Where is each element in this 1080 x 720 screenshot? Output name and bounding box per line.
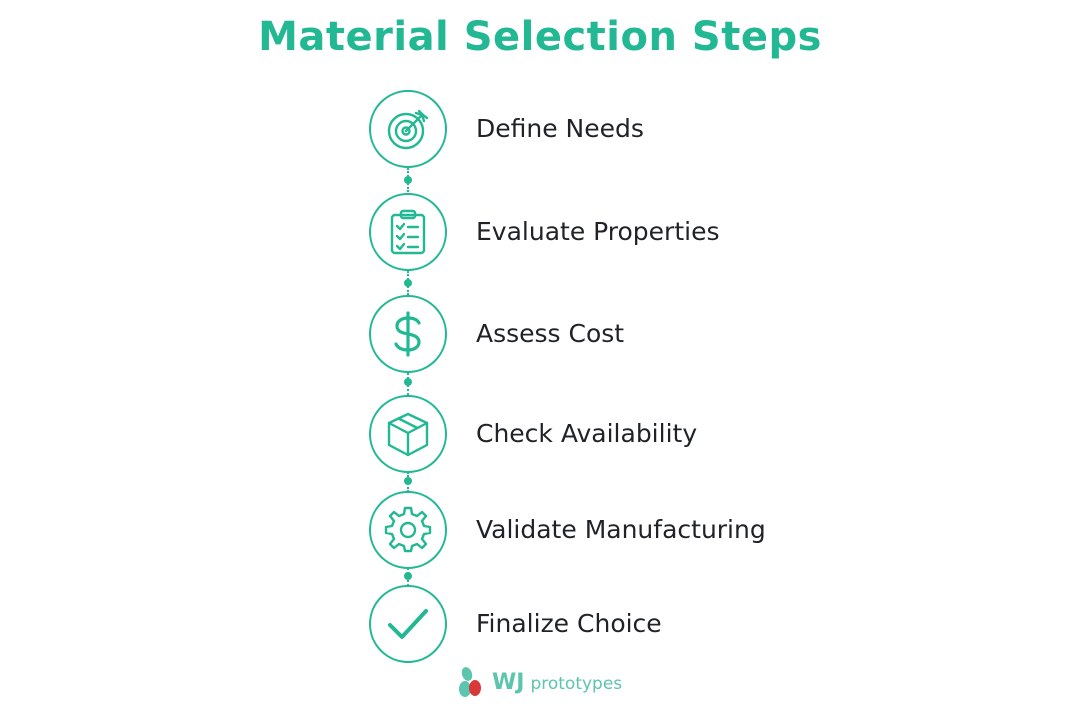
connector-dot bbox=[404, 176, 412, 184]
box-icon bbox=[387, 412, 429, 457]
gear-icon bbox=[384, 506, 432, 553]
step-label: Assess Cost bbox=[476, 319, 625, 348]
step-circle bbox=[369, 295, 447, 373]
step-label: Define Needs bbox=[476, 114, 644, 143]
step-circle bbox=[369, 193, 447, 271]
connector-dot bbox=[404, 279, 412, 287]
brand-name: WJ bbox=[492, 669, 525, 695]
step-label: Validate Manufacturing bbox=[476, 515, 766, 544]
step-finalize-choice: Finalize Choice bbox=[369, 585, 969, 663]
brand-subtitle: prototypes bbox=[530, 673, 623, 694]
brand-logo: WJ prototypes bbox=[456, 664, 622, 700]
brand-mark-icon bbox=[459, 667, 481, 697]
connector-dot bbox=[404, 378, 412, 386]
target-icon bbox=[387, 109, 429, 150]
step-circle bbox=[369, 395, 447, 473]
step-label: Finalize Choice bbox=[476, 609, 662, 638]
step-label: Check Availability bbox=[476, 419, 698, 448]
step-circle bbox=[369, 585, 447, 663]
diagram-title: Material Selection Steps bbox=[258, 14, 822, 60]
step-label: Evaluate Properties bbox=[476, 217, 720, 246]
step-validate-manufacturing: Validate Manufacturing bbox=[369, 491, 969, 569]
dollar-icon bbox=[394, 311, 421, 357]
step-circle bbox=[369, 491, 447, 569]
step-define-needs: Define Needs bbox=[369, 90, 969, 168]
clipboard-checklist-icon bbox=[390, 209, 426, 255]
connector-dot bbox=[404, 477, 412, 485]
step-evaluate-properties: Evaluate Properties bbox=[369, 193, 969, 271]
checkmark-icon bbox=[388, 609, 428, 639]
connector-dot bbox=[404, 572, 412, 580]
step-circle bbox=[369, 90, 447, 168]
step-assess-cost: Assess Cost bbox=[369, 295, 969, 373]
step-check-availability: Check Availability bbox=[369, 395, 969, 473]
